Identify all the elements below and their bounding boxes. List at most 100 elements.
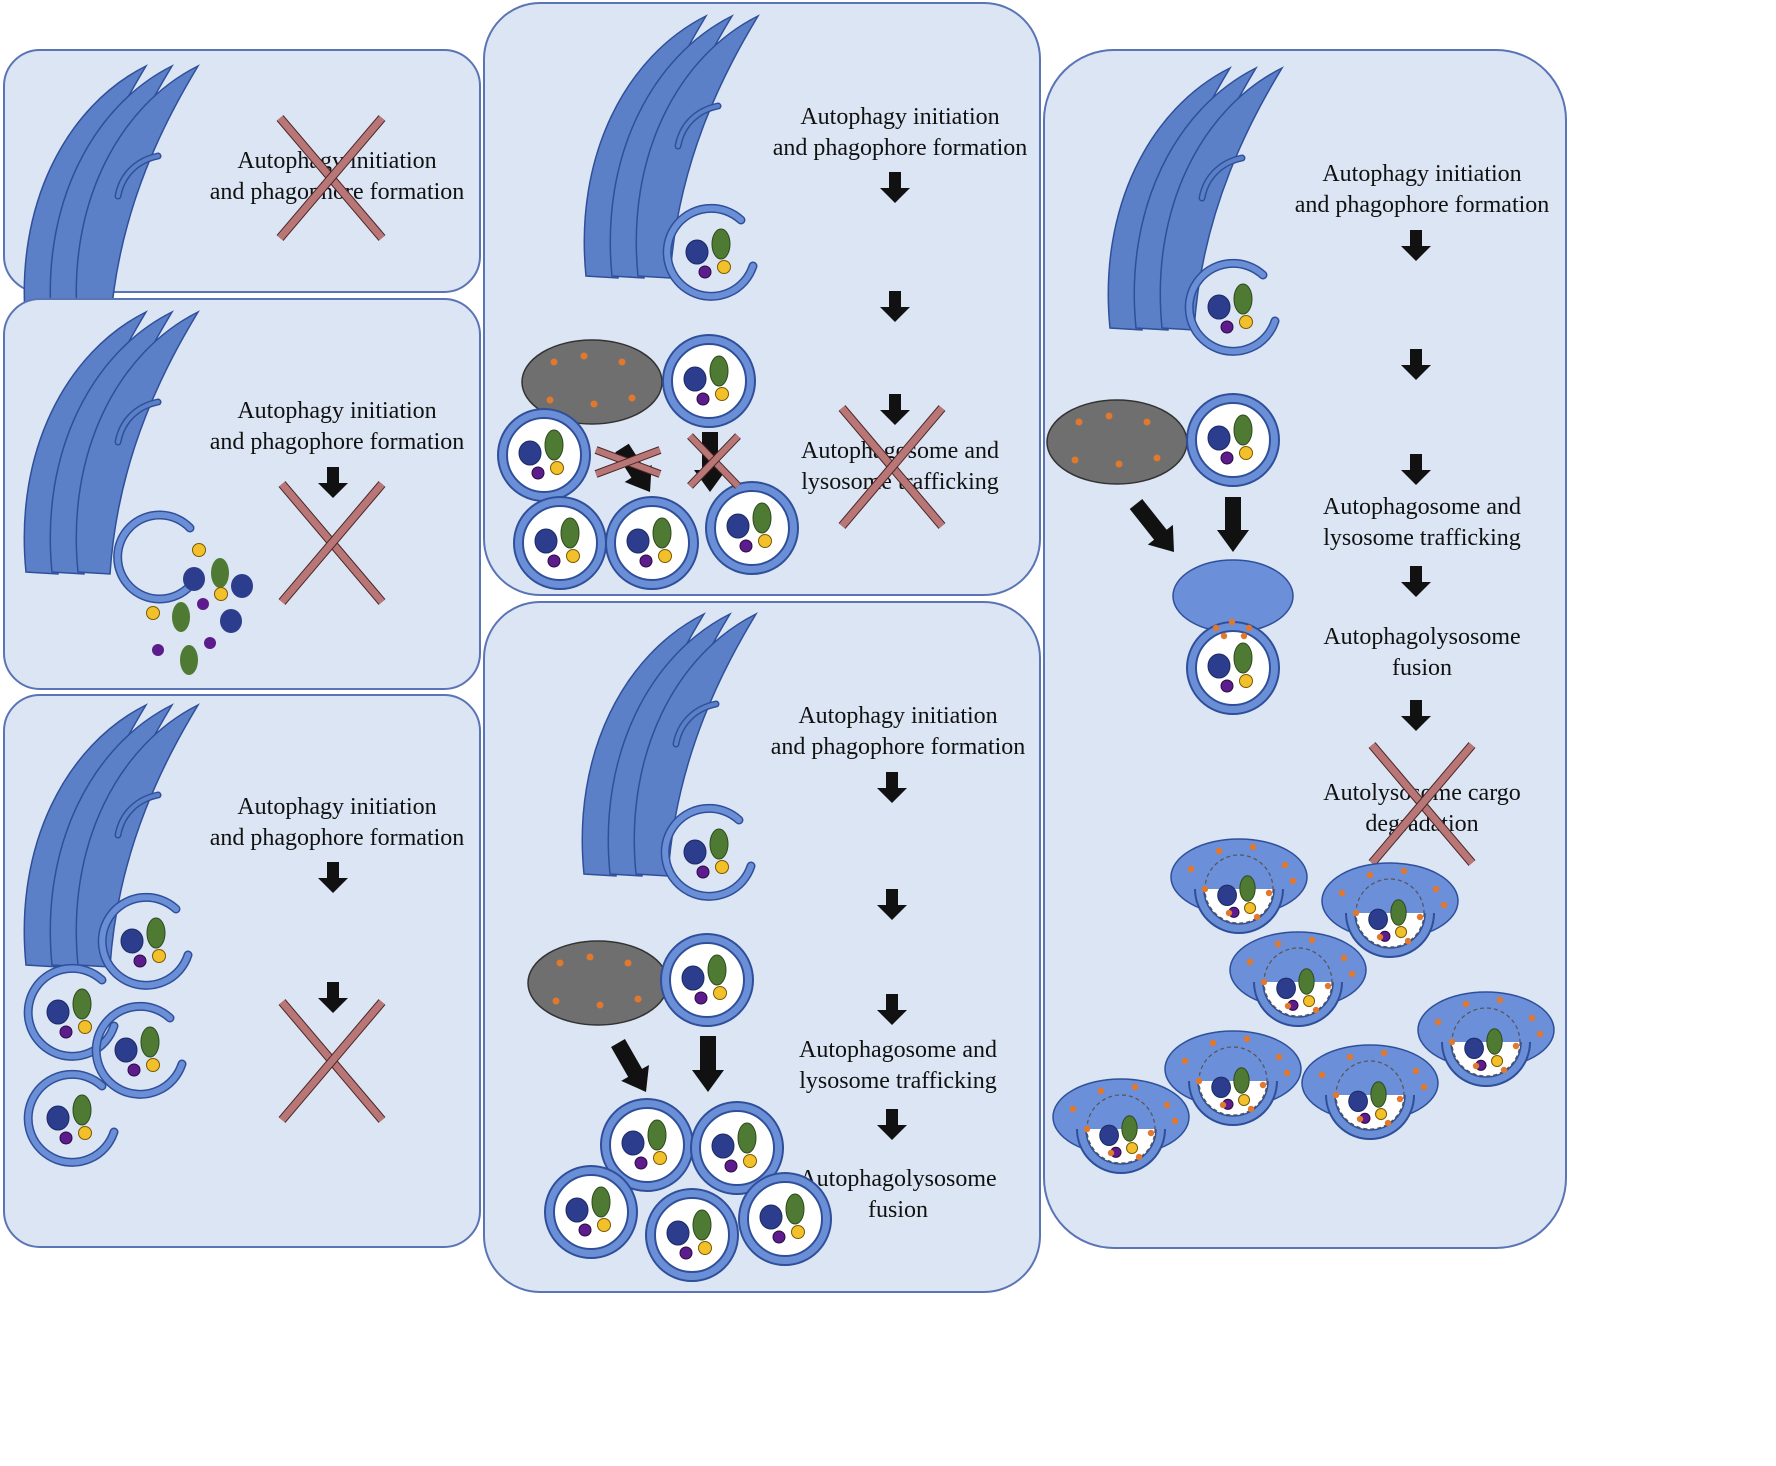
- cargo-protein: [1464, 1037, 1484, 1059]
- phagophore: [97, 892, 193, 990]
- cargo-protein: [1099, 1124, 1119, 1146]
- cargo-protein: [114, 1037, 138, 1063]
- trafficking-arrow: [692, 1036, 724, 1092]
- cargo-aggregate: [59, 1131, 73, 1145]
- hydrolase-dot: [1105, 412, 1113, 420]
- phagophore: [662, 203, 758, 301]
- er-icon: [23, 310, 200, 575]
- cargo-aggregate: [724, 1159, 738, 1173]
- hydrolase-dot: [1265, 889, 1273, 897]
- step-arrow: [318, 982, 348, 1013]
- hydrolase-dot: [1069, 1105, 1077, 1113]
- cargo-aggregate: [547, 554, 561, 568]
- autophagosome: [645, 1188, 739, 1282]
- cargo-lipid: [713, 986, 727, 1000]
- cargo-lipid: [1239, 446, 1253, 460]
- hydrolase-dot: [1348, 970, 1356, 978]
- cargo-protein: [1348, 1090, 1368, 1112]
- autophagosome: [705, 481, 799, 575]
- lysosome: [1046, 399, 1188, 485]
- hydrolase-dot: [556, 959, 564, 967]
- cargo-lipid: [566, 549, 580, 563]
- cargo-protein: [621, 1130, 645, 1156]
- cargo-aggregate: [698, 265, 712, 279]
- step-arrow: [1401, 566, 1431, 597]
- cargo-protein: [231, 574, 253, 598]
- cargo-lipid: [717, 260, 731, 274]
- step-arrow: [1401, 230, 1431, 261]
- cargo-protein: [534, 528, 558, 554]
- hydrolase-dot: [1083, 1125, 1091, 1133]
- cargo-organelle: [711, 228, 731, 260]
- hydrolase-dot: [1246, 958, 1254, 966]
- phagophore: [660, 803, 756, 901]
- cargo-aggregate: [197, 598, 209, 610]
- cargo-lipid: [715, 860, 729, 874]
- block-cross: [278, 481, 386, 605]
- hydrolase-dot: [1245, 624, 1253, 632]
- cargo-protein: [518, 440, 542, 466]
- step-arrow: [880, 172, 910, 203]
- cargo-organelle: [692, 1209, 712, 1241]
- hydrolase-dot: [1496, 996, 1504, 1004]
- autophagosome: [600, 1098, 694, 1192]
- cargo-protein: [1368, 908, 1388, 930]
- step-arrow: [877, 889, 907, 920]
- autophagosome: [1186, 621, 1280, 715]
- cargo-protein: [726, 513, 750, 539]
- cargo-lipid: [791, 1225, 805, 1239]
- cargo-aggregate: [634, 1156, 648, 1170]
- cargo-organelle: [172, 602, 190, 632]
- hydrolase-dot: [618, 358, 626, 366]
- hydrolase-dot: [1275, 1053, 1283, 1061]
- block-cross: [594, 446, 662, 478]
- hydrolase-dot: [1107, 1149, 1115, 1157]
- cargo-aggregate: [739, 539, 753, 553]
- step-arrow: [318, 862, 348, 893]
- hydrolase-dot: [1215, 847, 1223, 855]
- cargo-organelle: [1239, 875, 1256, 902]
- er-icon: [1107, 66, 1284, 331]
- hydrolase-dot: [1153, 454, 1161, 462]
- hydrolase-dot: [1131, 1083, 1139, 1091]
- cargo-protein: [120, 928, 144, 954]
- er-icon: [23, 64, 200, 329]
- cargo-protein: [1207, 294, 1231, 320]
- cargo-organelle: [1390, 899, 1407, 926]
- hydrolase-dot: [1536, 1030, 1544, 1038]
- hydrolase-dot: [1318, 1071, 1326, 1079]
- hydrolase-dot: [1404, 937, 1412, 945]
- cargo-lipid: [146, 606, 160, 620]
- autophagosome: [662, 334, 756, 428]
- hydrolase-dot: [1243, 1035, 1251, 1043]
- hydrolase-dot: [1332, 1091, 1340, 1099]
- cargo-protein: [626, 528, 650, 554]
- step-arrow: [1401, 454, 1431, 485]
- autolysosome: [1170, 838, 1308, 934]
- cargo-aggregate: [679, 1246, 693, 1260]
- hydrolase-dot: [1220, 632, 1228, 640]
- cargo-aggregate: [531, 466, 545, 480]
- er-icon: [23, 703, 200, 968]
- cargo-lipid: [758, 534, 772, 548]
- hydrolase-dot: [1434, 1018, 1442, 1026]
- autolysosome: [1164, 1030, 1302, 1126]
- hydrolase-dot: [1340, 954, 1348, 962]
- hydrolase-dot: [1097, 1087, 1105, 1095]
- cargo-lipid: [1303, 995, 1316, 1008]
- cargo-organelle: [211, 558, 229, 588]
- autolysosome: [1321, 862, 1459, 958]
- hydrolase-dot: [1283, 1069, 1291, 1077]
- hydrolase-dot: [586, 953, 594, 961]
- step-arrow: [877, 994, 907, 1025]
- cargo-aggregate: [696, 392, 710, 406]
- cargo-protein: [46, 999, 70, 1025]
- cargo-protein: [1207, 425, 1231, 451]
